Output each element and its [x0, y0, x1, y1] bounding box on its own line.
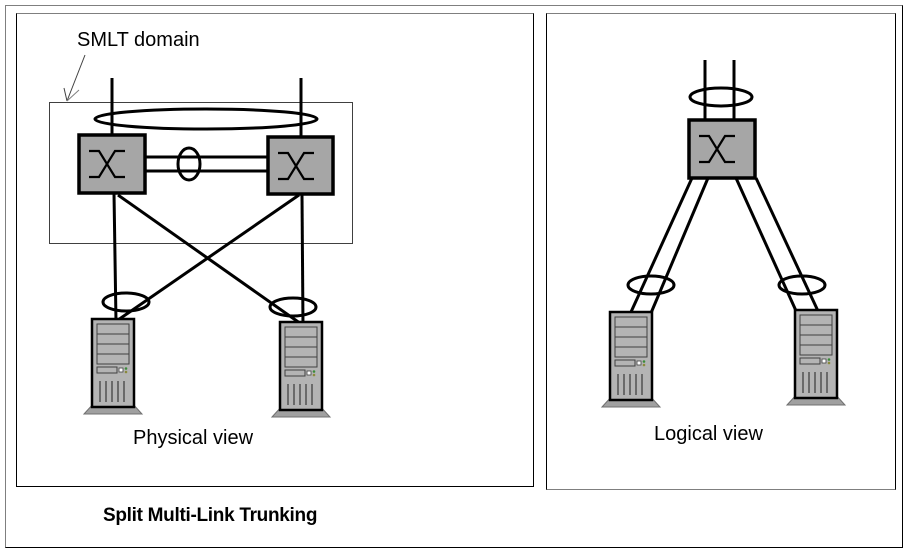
link-left-switch-left-server [112, 192, 118, 323]
server-icon [785, 308, 847, 407]
server-left-trunk-ring [101, 291, 151, 313]
server-right-physical [270, 320, 332, 419]
server-right-logical [785, 308, 847, 407]
logical-server-left-trunk-ring [626, 274, 676, 296]
logical-link-left-2 [649, 177, 710, 314]
switch-right [266, 135, 335, 196]
server-icon [82, 317, 144, 416]
smlt-domain-label: SMLT domain [77, 29, 200, 51]
logical-link-right-2 [754, 177, 820, 312]
server-right-trunk-ring [268, 296, 318, 318]
server-left-physical [82, 317, 144, 416]
logical-link-left-1 [629, 177, 694, 313]
logical-uplink-trunk-ring [688, 86, 754, 108]
server-icon [270, 320, 332, 419]
ist-trunk-ring [176, 146, 202, 182]
smlt-uplink-trunk-ring [93, 107, 319, 131]
smlt-domain-box [49, 102, 353, 244]
figure-caption: Split Multi-Link Trunking [103, 505, 318, 526]
figure-frame [5, 5, 903, 548]
logical-view-panel [546, 13, 896, 490]
server-left-logical [600, 310, 662, 409]
smlt-domain-arrow [63, 54, 86, 102]
server-icon [600, 310, 662, 409]
logical-switch [687, 118, 757, 180]
physical-view-panel [16, 13, 534, 487]
logical-server-right-trunk-ring [777, 274, 827, 296]
physical-view-label: Physical view [133, 427, 254, 449]
logical-view-label: Logical view [654, 423, 763, 445]
link-right-switch-right-server [300, 194, 305, 327]
switch-left [77, 133, 147, 195]
